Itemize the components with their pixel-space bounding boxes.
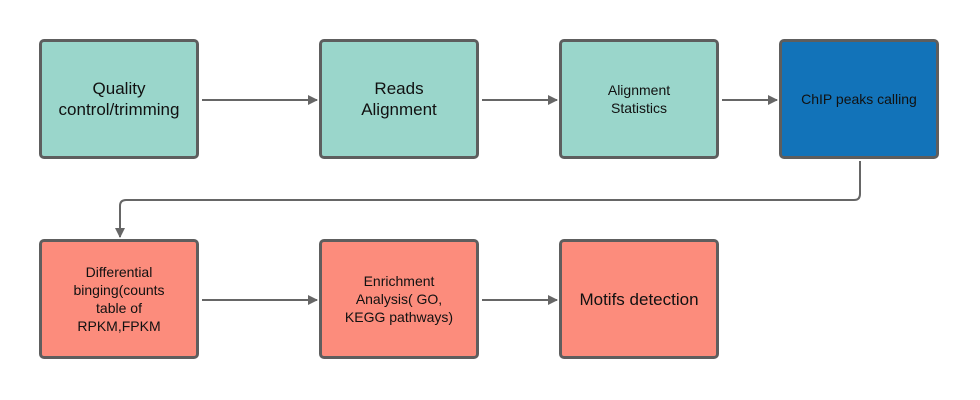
- node-label: Motifs detection: [579, 289, 699, 309]
- node-reads-alignment: Reads Alignment: [319, 39, 479, 159]
- node-label: ChIP peaks calling: [801, 91, 917, 107]
- arrow-peaks-to-diff: [115, 161, 861, 238]
- node-label: Differential binging(counts table of RPK…: [73, 264, 165, 334]
- node-label: Quality control/trimming: [58, 79, 180, 119]
- node-label: Alignment Statistics: [607, 82, 671, 116]
- node-enrichment-analysis: Enrichment Analysis( GO, KEGG pathways): [319, 239, 479, 359]
- node-differential-binding: Differential binging(counts table of RPK…: [39, 239, 199, 359]
- node-chip-peaks-calling: ChIP peaks calling: [779, 39, 939, 159]
- node-label: Reads Alignment: [361, 79, 437, 119]
- node-label: Enrichment Analysis( GO, KEGG pathways): [344, 273, 454, 325]
- node-alignment-statistics: Alignment Statistics: [559, 39, 719, 159]
- node-quality-control: Quality control/trimming: [39, 39, 199, 159]
- node-motifs-detection: Motifs detection: [559, 239, 719, 359]
